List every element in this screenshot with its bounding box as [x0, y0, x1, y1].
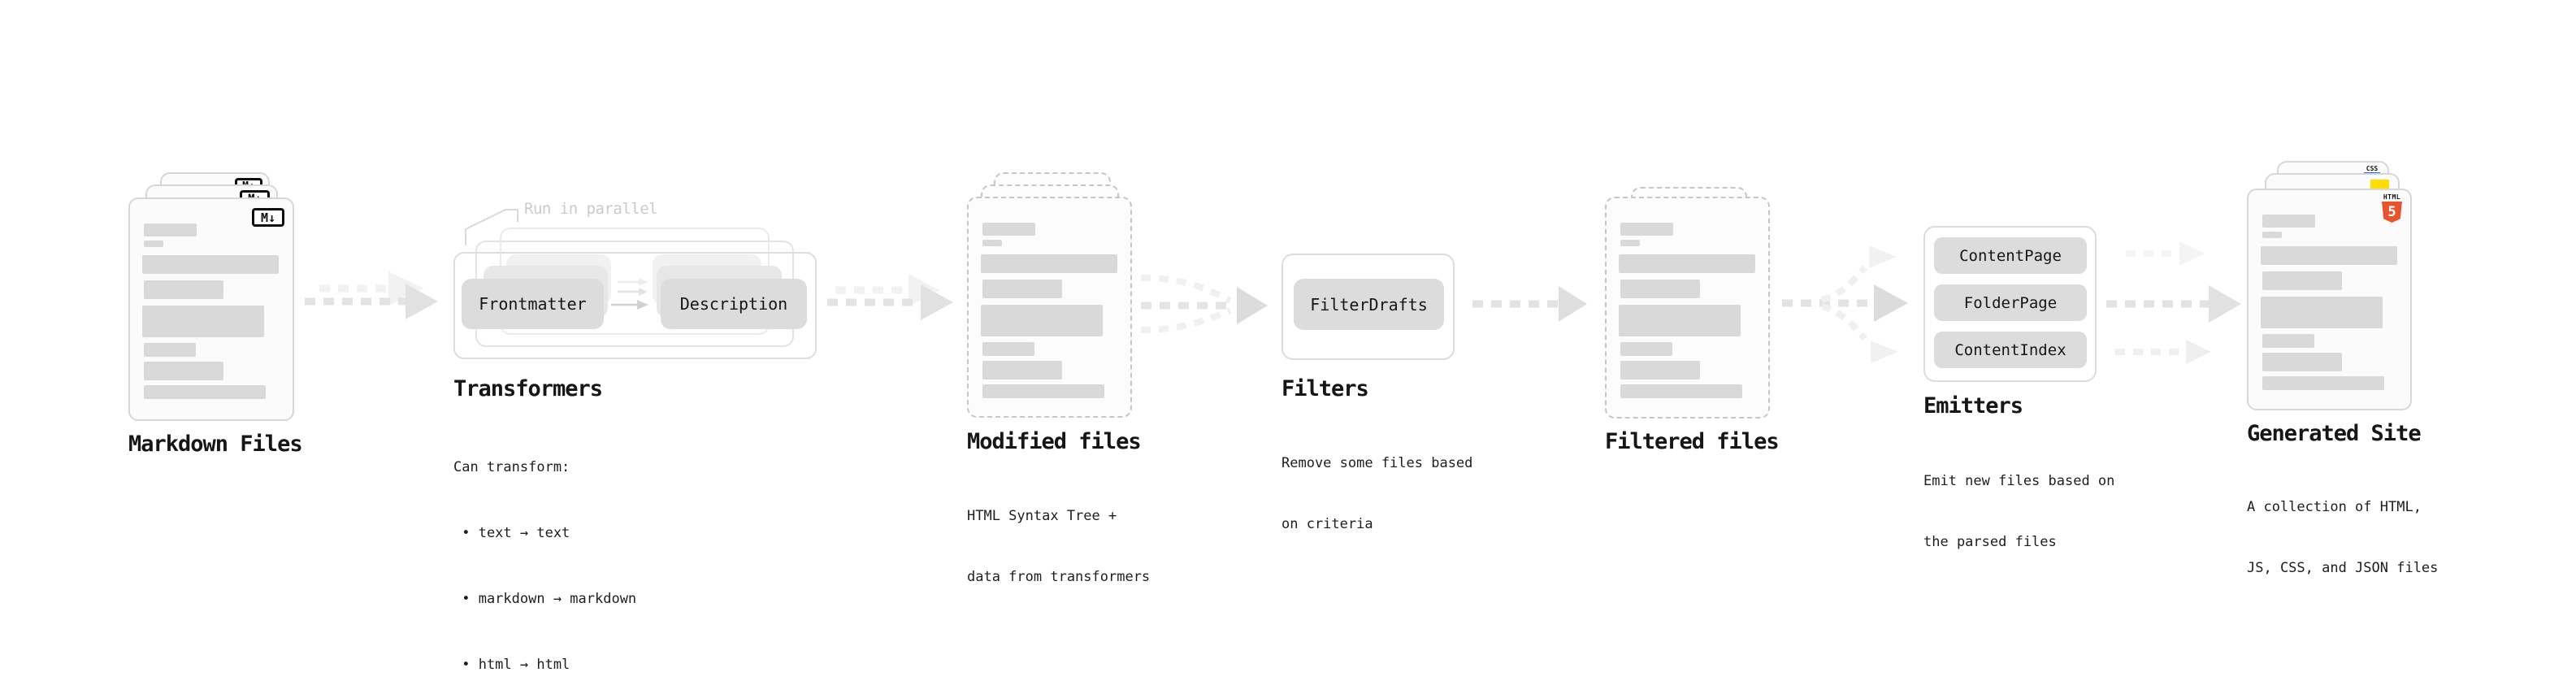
- skeleton-line: [1619, 305, 1741, 336]
- skeleton-line: [144, 385, 266, 399]
- arrows-emitters-to-generated: [2106, 241, 2241, 364]
- skeleton-line: [2262, 271, 2342, 290]
- skeleton-line: [2262, 353, 2342, 371]
- skeleton-line: [1620, 223, 1673, 236]
- skeleton-line: [144, 241, 163, 247]
- markdown-icon: M↓: [252, 208, 284, 227]
- description-pill: Description: [661, 279, 807, 329]
- markdown-file-card-front: M↓: [128, 197, 294, 421]
- skeleton-line: [982, 240, 1002, 246]
- filterdrafts-pill: FilterDrafts: [1294, 279, 1444, 330]
- skeleton-line: [1620, 240, 1640, 246]
- generated-site-description: A collection of HTML, JS, CSS, and JSON …: [2247, 499, 2439, 576]
- arrow-markdown-to-transformers: [305, 271, 438, 319]
- html5-icon: HTML 5: [2382, 194, 2402, 223]
- skeleton-line: [1619, 254, 1755, 273]
- transformers-stack-front: [453, 252, 817, 359]
- skeleton-line: [981, 254, 1117, 273]
- skeleton-line: [142, 255, 279, 274]
- modified-files-description: HTML Syntax Tree + data from transformer…: [967, 508, 1151, 585]
- skeleton-line: [982, 361, 1062, 380]
- arrow-filters-to-filtered: [1472, 286, 1587, 322]
- skeleton-line: [982, 223, 1035, 236]
- arrows-frontmatter-to-description: [611, 278, 648, 310]
- skeleton-line: [1620, 342, 1672, 356]
- skeleton-line: [982, 384, 1104, 398]
- emitters-label: Emitters: [1923, 393, 2023, 419]
- transformers-description: Can transform: • text → text • markdown …: [453, 459, 637, 673]
- markdown-files-label: Markdown Files: [128, 432, 303, 457]
- arrow-modified-to-filters-fan-in: [1140, 275, 1268, 333]
- modified-files-label: Modified files: [967, 429, 1142, 454]
- modified-file-card-front: [967, 197, 1132, 418]
- js-icon: [2370, 180, 2389, 190]
- run-in-parallel-annotation: Run in parallel: [524, 200, 658, 218]
- generated-file-card-html: HTML 5: [2247, 189, 2412, 410]
- filtered-files-label: Filtered files: [1605, 429, 1780, 454]
- filtered-file-card-front: [1605, 197, 1770, 419]
- skeleton-line: [982, 342, 1034, 356]
- skeleton-line: [1620, 384, 1742, 398]
- skeleton-line: [1620, 361, 1700, 380]
- frontmatter-pill: Frontmatter: [462, 279, 604, 329]
- skeleton-line: [982, 280, 1062, 298]
- skeleton-line: [2261, 297, 2383, 328]
- skeleton-line: [2262, 215, 2315, 228]
- skeleton-line: [142, 306, 264, 337]
- folderpage-pill: FolderPage: [1934, 284, 2087, 321]
- arrow-filtered-to-emitters-fan-out: [1782, 245, 1908, 363]
- emitters-description: Emit new files based on the parsed files: [1923, 473, 2115, 550]
- generated-site-label: Generated Site: [2247, 421, 2422, 446]
- skeleton-line: [2262, 334, 2314, 348]
- run-in-parallel-leader-line: [465, 209, 518, 245]
- skeleton-line: [1620, 280, 1700, 298]
- transformers-label: Transformers: [453, 376, 603, 401]
- skeleton-line: [144, 280, 223, 299]
- contentpage-pill: ContentPage: [1934, 237, 2087, 274]
- skeleton-line: [2261, 246, 2397, 265]
- filters-label: Filters: [1281, 376, 1369, 401]
- skeleton-line: [144, 343, 196, 357]
- arrow-transformers-to-modified: [827, 274, 953, 320]
- filters-description: Remove some files based on criteria: [1281, 455, 1473, 532]
- skeleton-line: [2262, 232, 2282, 238]
- skeleton-line: [144, 223, 197, 236]
- skeleton-line: [144, 362, 223, 380]
- contentindex-pill: ContentIndex: [1934, 332, 2087, 368]
- skeleton-line: [2262, 376, 2384, 390]
- skeleton-line: [981, 305, 1103, 336]
